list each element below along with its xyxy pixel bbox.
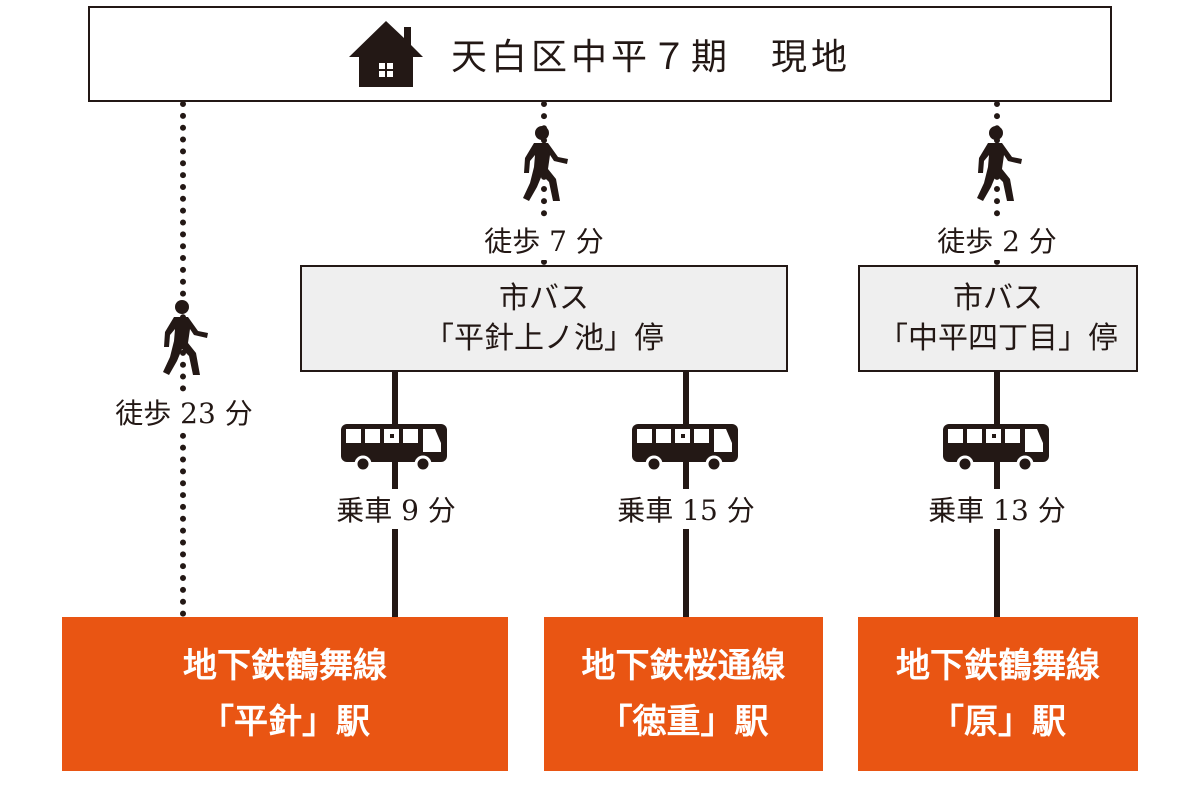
walk-time-label: 徒歩 23 分 xyxy=(113,392,255,432)
station-box-tokushige: 地下鉄桜通線 「徳重」駅 xyxy=(544,617,823,771)
destination-box: 天白区中平７期 現地 xyxy=(88,6,1112,102)
walker-icon xyxy=(160,298,210,380)
ride-time-label: 乗車 13 分 xyxy=(926,489,1068,529)
walk-route-line xyxy=(541,101,547,265)
bus-stop-name: 「中平四丁目」停 xyxy=(878,320,1118,356)
bus-stop-operator: 市バス xyxy=(953,280,1043,316)
bus-icon xyxy=(943,424,1053,474)
walk-time-label: 徒歩 7 分 xyxy=(482,220,606,260)
bus-icon xyxy=(341,424,451,474)
bus-stop-operator: 市バス xyxy=(499,280,589,316)
destination-label: 天白区中平７期 現地 xyxy=(450,37,851,78)
station-name: 「徳重」駅 xyxy=(598,702,769,742)
ride-time-label: 乗車 15 分 xyxy=(615,489,757,529)
bus-stop-name: 「平針上ノ池」停 xyxy=(424,320,664,356)
station-box-hara: 地下鉄鶴舞線 「原」駅 xyxy=(858,617,1138,771)
bus-icon xyxy=(632,424,742,474)
station-line: 地下鉄鶴舞線 xyxy=(896,646,1100,686)
station-line: 地下鉄鶴舞線 xyxy=(183,646,387,686)
walk-route-line xyxy=(994,101,1000,265)
walk-route-line xyxy=(180,101,186,617)
bus-stop-box: 市バス 「平針上ノ池」停 xyxy=(300,265,788,372)
station-line: 地下鉄桜通線 xyxy=(581,646,786,686)
station-name: 「平針」駅 xyxy=(200,702,370,742)
station-box-hirabari: 地下鉄鶴舞線 「平針」駅 xyxy=(62,617,508,771)
walk-time-label: 徒歩 2 分 xyxy=(935,220,1059,260)
walker-icon xyxy=(974,124,1024,206)
house-icon xyxy=(348,21,423,87)
ride-time-label: 乗車 9 分 xyxy=(334,489,458,529)
bus-stop-box: 市バス 「中平四丁目」停 xyxy=(858,265,1138,372)
walker-icon xyxy=(520,124,570,206)
station-name: 「原」駅 xyxy=(930,702,1066,742)
